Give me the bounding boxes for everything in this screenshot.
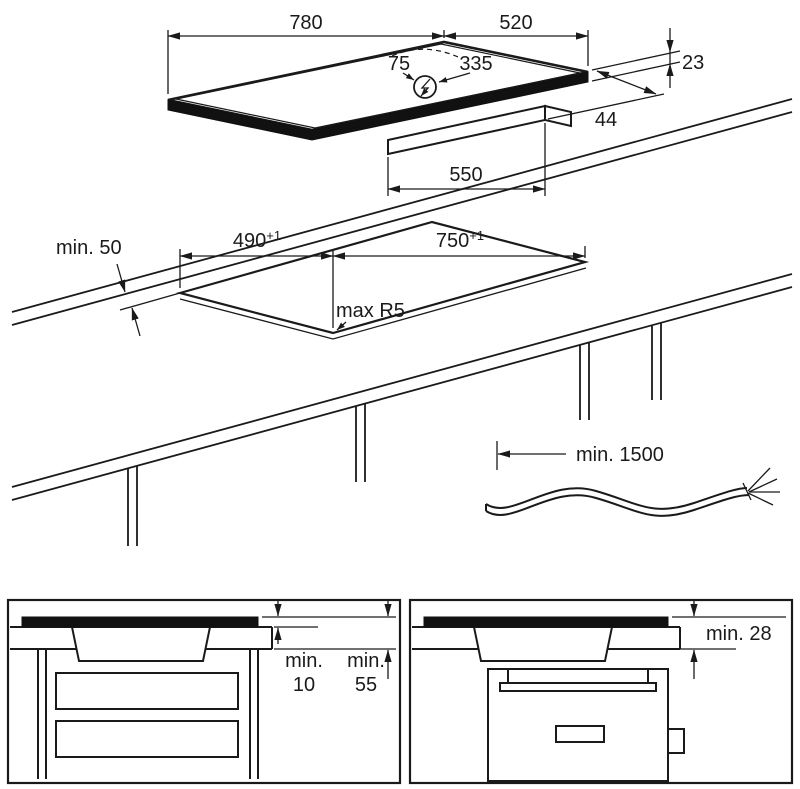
extension-line — [591, 50, 681, 71]
power-symbol-circle — [413, 75, 437, 99]
dim-base-width: 550 — [387, 123, 546, 196]
dim-label-terminal-right: 335 — [459, 53, 492, 75]
dim-label-min: min. — [347, 650, 385, 672]
cable-sheath-end — [742, 482, 752, 501]
drawer-front — [55, 672, 239, 710]
dim-cutout-width: 750+1 — [332, 228, 586, 260]
dim-label-hob-depth: 520 — [499, 12, 532, 34]
dim-hob-width: 780 — [167, 12, 445, 94]
worktop-back-edge-lower — [11, 111, 793, 326]
oven-body — [487, 668, 669, 782]
worktop-back-edge — [11, 98, 793, 313]
oven-vent — [555, 725, 605, 743]
cable-curve — [485, 487, 748, 510]
extension-line — [547, 93, 665, 120]
hob-base-section — [472, 626, 614, 662]
dim-label-edge-thickness: 23 — [682, 52, 704, 74]
view-frame — [6, 598, 402, 785]
worktop-front-edge — [11, 273, 793, 488]
lightning-bolt-icon — [420, 78, 431, 97]
worktop-view — [11, 98, 793, 546]
power-connection-symbol — [413, 75, 437, 99]
dim-cutout-depth: 490+1 — [179, 228, 334, 328]
cable-wire-strand — [748, 478, 778, 493]
oven-handle — [499, 682, 657, 692]
dim-label-min: min. — [285, 650, 323, 672]
dim-value-drawer-clearance: 55 — [355, 674, 377, 696]
dim-wall-clearance: min. 50 — [56, 237, 181, 337]
dim-value-drawer-gap: 10 — [293, 674, 315, 696]
cable-wire-strand — [747, 467, 771, 492]
dim-hob-depth: 520 — [443, 12, 589, 66]
dim-label-terminal-left: 75 — [388, 53, 410, 75]
dim-label-cutout-depth: 490+1 — [233, 228, 281, 252]
dim-terminal-position: 75 335 — [388, 48, 493, 83]
hob-edge-band — [167, 71, 589, 141]
oven-clearance-view: min. 28 — [408, 598, 794, 785]
dim-label-wall-clearance: min. 50 — [56, 237, 122, 259]
dimension-arrow — [116, 263, 126, 293]
dim-label-base-width: 550 — [449, 164, 482, 186]
drawer-clearance-view: min. 10 min. 55 — [6, 598, 402, 785]
hob-isometric-view — [167, 40, 589, 156]
extension-line — [119, 292, 181, 311]
cable-curve — [485, 494, 750, 517]
leader-line — [402, 72, 415, 81]
hob-base-side — [544, 104, 572, 128]
worktop-front-edge-lower — [11, 286, 793, 501]
hob-glass-section — [21, 616, 259, 628]
dimension-arrow — [131, 307, 141, 337]
dim-front-overhang: 44 — [547, 70, 665, 131]
dim-label-corner-radius: max R5 — [336, 300, 405, 322]
leader-line — [336, 321, 347, 331]
dim-label-cable-length: min. 1500 — [576, 444, 664, 466]
cable-wire-strand — [747, 492, 774, 506]
leader-line — [438, 72, 471, 83]
hob-glass-section — [423, 616, 669, 628]
cable-drawing: min. 1500 — [485, 441, 780, 517]
hob-inner-rim — [175, 43, 581, 129]
dim-label-cutout-width: 750+1 — [436, 228, 484, 252]
worktop-cutout — [175, 220, 590, 335]
dimension-line — [596, 70, 657, 95]
view-frame — [408, 598, 794, 785]
drawer-front — [55, 720, 239, 758]
dim-label-hob-width: 780 — [289, 12, 322, 34]
label-corner-radius: max R5 — [336, 300, 405, 331]
dim-label-front-overhang: 44 — [595, 109, 617, 131]
cutout-thickness-edge — [179, 267, 587, 340]
hob-base-section — [70, 626, 212, 662]
oven-side-bracket — [667, 728, 685, 754]
dim-label-oven-clearance: min. 28 — [706, 623, 772, 645]
